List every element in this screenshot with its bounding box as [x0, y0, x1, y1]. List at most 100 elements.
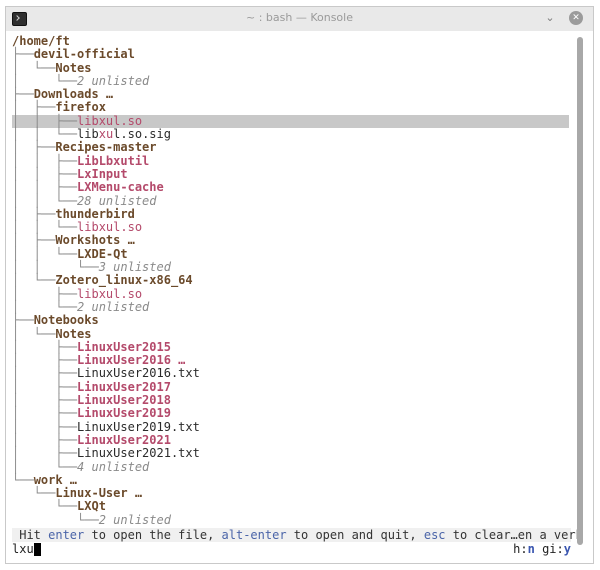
tree-row[interactable]: ├──Downloads …	[12, 88, 569, 101]
tree-guide: ├──	[12, 313, 34, 328]
tree-guide: │ ├──	[12, 379, 78, 394]
tree-row[interactable]: │ ├──thunderbird	[12, 206, 569, 221]
tree-guide: │ └──	[12, 73, 78, 88]
tree-entry-text: /home/ft	[12, 34, 70, 48]
tree-row[interactable]: │ └──Zotero_linux-x86_64	[12, 274, 569, 287]
tree-guide: │ ├──	[12, 206, 56, 221]
tree-row[interactable]: │ │ └──libxul.so	[12, 221, 569, 234]
status-hint: Hit enter to open the file, alt-enter to…	[12, 528, 583, 542]
tree-row[interactable]: └──LXQt	[12, 500, 569, 513]
tree-guide: │ ├──	[12, 446, 78, 461]
tree-guide: │ ├──	[12, 100, 56, 115]
tree-entry-text: LinuxUser2016.txt	[77, 366, 200, 381]
tree-guide: │ │ ├──	[12, 113, 78, 128]
tree-entry-text: Notes	[55, 60, 92, 75]
terminal-area[interactable]: /home/ft├──devil-official│ └──Notes│ └──…	[6, 31, 593, 563]
tree-entry-text: 4 unlisted	[77, 459, 150, 474]
tree-row[interactable]: └──2 unlisted	[12, 512, 569, 527]
tree-entry-text: LinuxUser2019	[77, 406, 171, 421]
tree-entry-text: LinuxUser2019.txt	[77, 419, 200, 434]
scrollbar[interactable]	[577, 37, 583, 545]
tree-entry-text: Linux-User …	[55, 486, 143, 501]
tree-guide: └──	[12, 499, 78, 514]
tree-row[interactable]: └──work …	[12, 472, 569, 487]
tree-guide: │ ├──	[12, 286, 78, 301]
tree-row[interactable]: /home/ft	[12, 34, 569, 48]
tree-entry-text: 3 unlisted	[98, 260, 171, 275]
tree-row[interactable]: │ ├──LinuxUser2018	[12, 393, 569, 408]
tree-guide: ├──	[12, 47, 34, 62]
tree-row[interactable]: │ ├──LinuxUser2016 …	[12, 353, 569, 368]
tree-row[interactable]: │ ├──LinuxUser2015	[12, 339, 569, 354]
tree-row[interactable]: │ ├──LinuxUser2021.txt	[12, 447, 569, 460]
tree-row[interactable]: │ │ ├──libxul.so	[12, 113, 569, 129]
tree-row[interactable]: └──Linux-User …	[12, 486, 569, 501]
tree-entry-text: Workshots …	[55, 233, 135, 248]
tree-entry-text: LinuxUser2017	[77, 379, 171, 394]
minimize-chevron-icon[interactable]: ⌄	[545, 11, 555, 24]
tree-row[interactable]: │ ├──firefox	[12, 101, 569, 114]
tree-entry-text: devil-official	[33, 47, 135, 62]
window-title: ~ : bash — Konsole	[246, 11, 353, 24]
tree-row[interactable]: │ ├──LinuxUser2016.txt	[12, 367, 569, 380]
tree-row[interactable]: │ └──Notes	[12, 326, 569, 341]
tree-guide: │ └──	[12, 459, 78, 474]
tree-entry-text: libxul.so	[77, 113, 143, 128]
tree-guide: │ ├──	[12, 432, 78, 447]
tree-guide: │ ├──	[12, 366, 78, 381]
tree-entry-text: work …	[33, 472, 78, 487]
tree-row[interactable]: │ ├──LinuxUser2017	[12, 379, 569, 394]
tree-row[interactable]: │ │ ├──LibLbxutil	[12, 153, 569, 168]
tree-row[interactable]: │ │ └──28 unlisted	[12, 193, 569, 208]
tree-row[interactable]: │ ├──libxul.so	[12, 286, 569, 301]
tree-entry-text: xu	[98, 127, 114, 142]
tree-guide: ├──	[12, 87, 34, 102]
tree-entry-text: LxInput	[77, 166, 128, 181]
tree-entry-text: lib	[77, 127, 99, 142]
tree-entry-text: Downloads …	[33, 87, 114, 102]
tree-row[interactable]: │ ├──Recipes-master	[12, 141, 569, 154]
tree-row[interactable]: │ └──4 unlisted	[12, 459, 569, 474]
tree-row[interactable]: │ └──Notes	[12, 60, 569, 75]
tree-row[interactable]: │ ├──LinuxUser2019.txt	[12, 419, 569, 434]
close-icon[interactable]: ✕	[569, 11, 583, 25]
tree-row[interactable]: │ │ ├──LxInput	[12, 166, 569, 181]
tree-row[interactable]: │ └──2 unlisted	[12, 73, 569, 88]
tree-row[interactable]: │ ├──LinuxUser2021	[12, 432, 569, 447]
text-cursor	[33, 543, 41, 556]
tree-entry-text: 2 unlisted	[77, 299, 150, 314]
tree-row[interactable]: │ └──2 unlisted	[12, 299, 569, 314]
tree-row[interactable]: ├──devil-official	[12, 48, 569, 61]
tree-entry-text: LibLbxutil	[77, 153, 150, 168]
tree-entry-text: 2 unlisted	[98, 512, 171, 527]
tree-guide: │ │ └──	[12, 193, 78, 208]
tree-row[interactable]: │ │ └──libxul.so.sig	[12, 127, 569, 142]
tree-entry-text: Zotero_linux-x86_64	[55, 273, 193, 288]
tree-row[interactable]: │ │ └──3 unlisted	[12, 260, 569, 275]
tree-row[interactable]: │ │ ├──LXMenu-cache	[12, 181, 569, 194]
tree-entry-text: LinuxUser2016 …	[77, 353, 186, 368]
scrollbar-thumb[interactable]	[577, 37, 583, 545]
tree-guide: │ ├──	[12, 353, 78, 368]
tree-entry-text: LXDE-Qt	[77, 246, 128, 261]
toggles: h:n gi:y	[513, 542, 571, 556]
tree-row[interactable]: │ ├──LinuxUser2019	[12, 407, 569, 420]
tree-guide: │ ├──	[12, 406, 78, 421]
tree-guide: │ ├──	[12, 339, 78, 354]
title-bar: ~ : bash — Konsole ⌄ ✕	[6, 7, 593, 32]
tree-entry-text: LXMenu-cache	[77, 180, 164, 195]
tree-guide: │ └──	[12, 299, 78, 314]
tree-row[interactable]: │ ├──Workshots …	[12, 234, 569, 247]
tree-guide: └──	[12, 472, 34, 487]
tree-row[interactable]: │ │ └──LXDE-Qt	[12, 246, 569, 261]
tree-guide: │ │ ├──	[12, 180, 78, 195]
tree-guide: │ ├──	[12, 419, 78, 434]
tree-guide: │ │ └──	[12, 220, 78, 235]
file-tree: /home/ft├──devil-official│ └──Notes│ └──…	[12, 34, 569, 527]
tree-row[interactable]: ├──Notebooks	[12, 314, 569, 327]
tree-guide: │ └──	[12, 326, 56, 341]
tree-entry-text: firefox	[55, 100, 106, 115]
tree-guide: │ ├──	[12, 393, 78, 408]
tree-entry-text: libxul.so	[77, 220, 143, 235]
